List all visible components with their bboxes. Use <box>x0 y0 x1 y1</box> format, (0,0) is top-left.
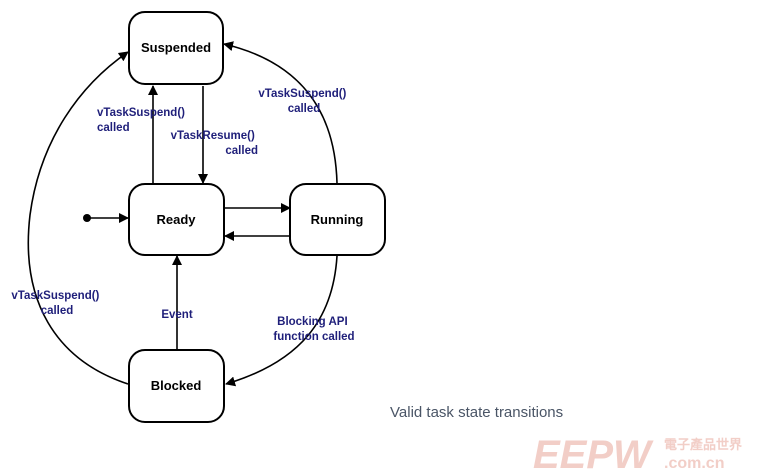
edge-running-to-blocked <box>225 255 338 387</box>
label-running-to-suspended: vTaskSuspend() called <box>258 88 349 115</box>
label-blocked-to-ready: Event <box>161 309 192 321</box>
state-label-ready: Ready <box>156 212 196 227</box>
eepw-watermark: EEPW 電子產品世界 .com.cn <box>533 433 742 476</box>
edge-labels: vTaskSuspend() called vTaskResume() call… <box>11 88 354 343</box>
diagram-caption: Valid task state transitions <box>390 404 564 421</box>
state-suspended: Suspended <box>128 11 224 85</box>
edge-blocked-to-suspended <box>27 51 129 385</box>
state-label-blocked: Blocked <box>151 378 202 393</box>
edges <box>27 41 338 387</box>
state-label-suspended: Suspended <box>141 40 211 55</box>
edge-running-to-suspended <box>223 41 338 184</box>
watermark-tagline: 電子產品世界 <box>664 437 742 452</box>
state-running: Running <box>289 183 386 256</box>
state-ready: Ready <box>128 183 225 256</box>
watermark-brand: EEPW <box>533 433 654 476</box>
label-running-to-blocked: Blocking API function called <box>273 316 354 343</box>
label-blocked-to-suspended: vTaskSuspend() called <box>11 290 102 317</box>
label-suspended-to-ready: vTaskResume() called <box>171 130 258 157</box>
state-label-running: Running <box>311 212 364 227</box>
state-blocked: Blocked <box>128 349 225 423</box>
watermark-domain: .com.cn <box>664 455 724 472</box>
label-ready-to-suspended: vTaskSuspend() called <box>97 107 188 134</box>
